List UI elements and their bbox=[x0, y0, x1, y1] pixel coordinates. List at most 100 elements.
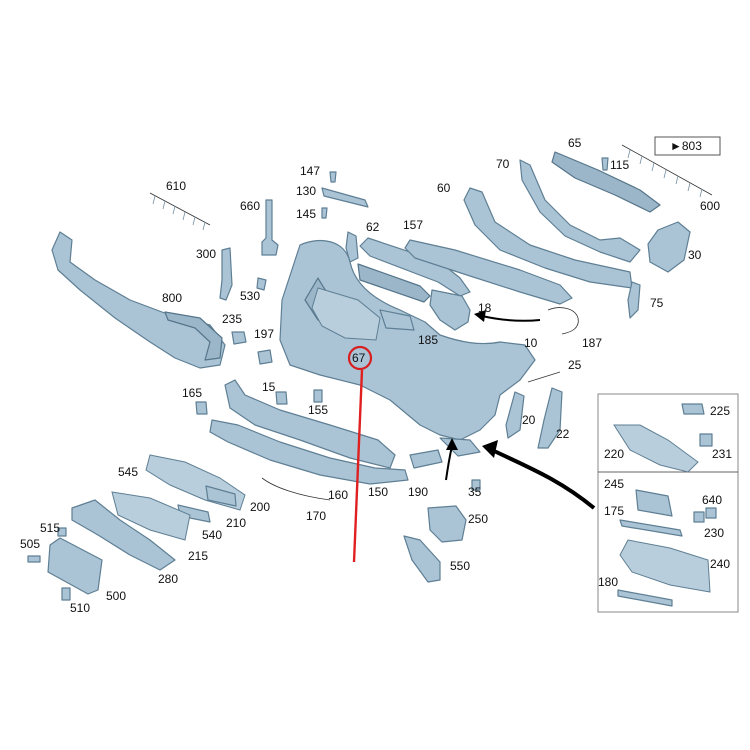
label-180: 180 bbox=[598, 575, 618, 589]
label-157: 157 bbox=[403, 218, 423, 232]
label-500: 500 bbox=[106, 589, 126, 603]
part-530-clip bbox=[256, 277, 267, 291]
label-245: 245 bbox=[604, 477, 624, 491]
label-185: 185 bbox=[418, 333, 438, 347]
part-30-bracket bbox=[647, 221, 691, 273]
label-210: 210 bbox=[226, 516, 246, 530]
arrow-to-18 bbox=[474, 310, 541, 322]
part-200-lower-strip bbox=[224, 379, 396, 469]
part-230-clip bbox=[693, 511, 705, 523]
label-215: 215 bbox=[188, 549, 208, 563]
label-10: 10 bbox=[524, 336, 538, 350]
highlight-circle-67 bbox=[347, 345, 373, 371]
part-185-flap bbox=[379, 309, 415, 331]
part-800-inner bbox=[164, 311, 223, 361]
part-505-screw bbox=[27, 555, 41, 563]
label-515: 515 bbox=[40, 521, 60, 535]
part-660-bracket bbox=[261, 199, 279, 256]
ref-box-803 bbox=[654, 136, 721, 156]
label-600: 600 bbox=[700, 199, 720, 213]
part-231-clip bbox=[699, 433, 713, 447]
label-65: 65 bbox=[568, 136, 582, 150]
part-800-trim-strip bbox=[51, 231, 226, 369]
label-175: 175 bbox=[604, 504, 624, 518]
part-220-grille bbox=[613, 424, 699, 473]
part-25-pin bbox=[527, 371, 561, 383]
part-165-clip bbox=[195, 401, 208, 415]
label-197: 197 bbox=[254, 327, 274, 341]
part-187-wire bbox=[547, 307, 579, 335]
label-510: 510 bbox=[70, 601, 90, 615]
highlight-line-67 bbox=[352, 369, 364, 563]
part-210-bracket bbox=[205, 485, 237, 507]
arrow-from-detail-box bbox=[482, 440, 596, 510]
label-610: 610 bbox=[166, 179, 186, 193]
label-530: 530 bbox=[240, 289, 260, 303]
label-115: 115 bbox=[610, 158, 629, 172]
part-515-clip bbox=[57, 527, 67, 537]
part-300-post bbox=[219, 247, 233, 301]
label-545: 545 bbox=[118, 465, 138, 479]
label-170: 170 bbox=[306, 509, 326, 523]
part-250-bracket bbox=[427, 505, 467, 543]
part-170-strip bbox=[261, 477, 331, 501]
part-65-bracket bbox=[519, 159, 641, 263]
part-20-trim bbox=[505, 391, 525, 439]
arrow-to-10 bbox=[445, 438, 458, 481]
part-510-clip bbox=[61, 587, 71, 601]
part-235-clip bbox=[231, 331, 247, 345]
part-180-strip bbox=[617, 589, 673, 607]
part-147-pin bbox=[329, 171, 337, 183]
label-75: 75 bbox=[650, 296, 664, 310]
part-60-impact-bar bbox=[404, 239, 573, 305]
label-25: 25 bbox=[568, 358, 582, 372]
part-67-grille bbox=[311, 287, 381, 341]
part-155-clip bbox=[313, 389, 323, 403]
part-550-bracket bbox=[403, 535, 441, 583]
label-540: 540 bbox=[202, 528, 222, 542]
label-60: 60 bbox=[437, 181, 451, 195]
label-165: 165 bbox=[182, 386, 202, 400]
label-147: 147 bbox=[300, 164, 320, 178]
part-280-lower-grille bbox=[71, 499, 176, 571]
label-250: 250 bbox=[468, 512, 488, 526]
label-130: 130 bbox=[296, 184, 316, 198]
part-65-top bbox=[551, 151, 661, 213]
label-18: 18 bbox=[478, 301, 492, 315]
label-22: 22 bbox=[556, 427, 570, 441]
label-235: 235 bbox=[222, 312, 242, 326]
part-115-bolt bbox=[601, 157, 609, 171]
label-660: 660 bbox=[240, 199, 260, 213]
part-240-grille bbox=[619, 539, 711, 593]
part-10-bumper-cover bbox=[279, 239, 536, 441]
label-220: 220 bbox=[604, 447, 624, 461]
label-550: 550 bbox=[450, 559, 470, 573]
label-150: 150 bbox=[368, 485, 388, 499]
part-18-trim bbox=[429, 289, 471, 331]
part-15-clip bbox=[275, 391, 288, 405]
label-187: 187 bbox=[582, 336, 602, 350]
part-62-bracket bbox=[345, 231, 359, 263]
part-215-grille bbox=[111, 491, 191, 541]
part-197-clip bbox=[257, 349, 273, 365]
label-803: ►803 bbox=[670, 139, 702, 153]
label-280: 280 bbox=[158, 572, 178, 586]
part-500-license-plate bbox=[47, 537, 103, 595]
part-22-trim bbox=[537, 387, 563, 449]
part-157-strip-2 bbox=[357, 263, 431, 303]
label-67: 67 bbox=[352, 351, 366, 365]
part-160-end bbox=[439, 437, 481, 457]
label-240: 240 bbox=[710, 557, 730, 571]
label-70: 70 bbox=[496, 157, 510, 171]
label-30: 30 bbox=[688, 248, 702, 262]
part-225-clip bbox=[681, 403, 705, 415]
label-155: 155 bbox=[308, 403, 328, 417]
part-75-clip bbox=[627, 281, 641, 319]
part-145-pin bbox=[321, 207, 328, 219]
label-300: 300 bbox=[196, 247, 216, 261]
label-200: 200 bbox=[250, 500, 270, 514]
label-15: 15 bbox=[262, 380, 276, 394]
label-160: 160 bbox=[328, 488, 348, 502]
label-190: 190 bbox=[408, 485, 428, 499]
